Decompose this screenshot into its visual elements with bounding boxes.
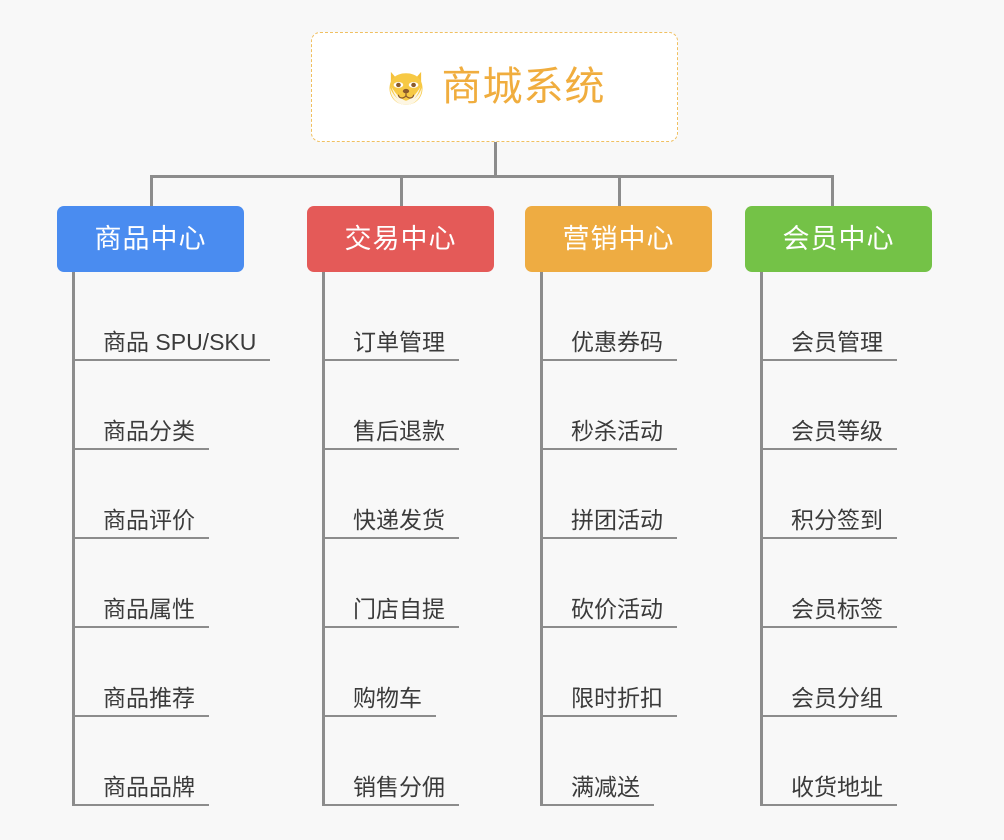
leaf-label: 商品 SPU/SKU — [103, 328, 257, 355]
leaf-item[interactable]: 购物车 — [322, 628, 436, 717]
root-node[interactable]: 商城系统 — [311, 32, 678, 142]
leaf-item[interactable]: 订单管理 — [322, 272, 459, 361]
leaf-label: 会员标签 — [791, 595, 883, 622]
leaf-label: 售后退款 — [353, 417, 445, 444]
leaf-column-1: 商品 SPU/SKU 商品分类 商品评价 商品属性 商品推荐 商品品牌 — [72, 272, 270, 806]
leaf-label: 快递发货 — [353, 506, 445, 533]
leaf-label: 商品推荐 — [103, 684, 195, 711]
leaf-label: 订单管理 — [353, 328, 445, 355]
leaf-label: 砍价活动 — [571, 595, 663, 622]
branch-box-4[interactable]: 会员中心 — [745, 206, 932, 272]
leaf-item[interactable]: 砍价活动 — [540, 539, 677, 628]
leaf-item[interactable]: 商品品牌 — [72, 717, 209, 806]
leaf-spine — [760, 272, 763, 806]
leaf-label: 拼团活动 — [571, 506, 663, 533]
connector-drop-3 — [618, 175, 621, 208]
branch-label: 商品中心 — [94, 223, 207, 254]
leaf-item[interactable]: 商品推荐 — [72, 628, 209, 717]
leaf-label: 购物车 — [353, 684, 422, 711]
leaf-label: 收货地址 — [791, 773, 883, 800]
leaf-item[interactable]: 满减送 — [540, 717, 654, 806]
leaf-spine — [322, 272, 325, 806]
leaf-label: 秒杀活动 — [571, 417, 663, 444]
leaf-item[interactable]: 拼团活动 — [540, 450, 677, 539]
branch-box-3[interactable]: 营销中心 — [525, 206, 712, 272]
root-title: 商城系统 — [441, 65, 606, 109]
leaf-label: 会员管理 — [791, 328, 883, 355]
connector-root-stem — [494, 142, 497, 178]
branch-label: 交易中心 — [344, 223, 457, 254]
leaf-label: 会员分组 — [791, 684, 883, 711]
leaf-item[interactable]: 销售分佣 — [322, 717, 459, 806]
leaf-spine — [540, 272, 543, 806]
leaf-label: 商品属性 — [103, 595, 195, 622]
leaf-item[interactable]: 售后退款 — [322, 361, 459, 450]
leaf-item[interactable]: 积分签到 — [760, 450, 897, 539]
leaf-item[interactable]: 商品分类 — [72, 361, 209, 450]
leaf-column-4: 会员管理 会员等级 积分签到 会员标签 会员分组 收货地址 — [760, 272, 897, 806]
leaf-item[interactable]: 商品 SPU/SKU — [72, 272, 270, 361]
leaf-column-2: 订单管理 售后退款 快递发货 门店自提 购物车 销售分佣 — [322, 272, 459, 806]
leaf-label: 商品分类 — [103, 417, 195, 444]
leaf-item[interactable]: 限时折扣 — [540, 628, 677, 717]
leaf-label: 商品评价 — [103, 506, 195, 533]
branch-label: 会员中心 — [782, 223, 895, 254]
leaf-item[interactable]: 商品评价 — [72, 450, 209, 539]
dog-face-icon — [389, 71, 422, 105]
leaf-item[interactable]: 会员分组 — [760, 628, 897, 717]
leaf-label: 积分签到 — [791, 506, 883, 533]
leaf-item[interactable]: 会员标签 — [760, 539, 897, 628]
branch-box-1[interactable]: 商品中心 — [57, 206, 244, 272]
leaf-label: 门店自提 — [353, 595, 445, 622]
branch-box-2[interactable]: 交易中心 — [307, 206, 494, 272]
leaf-label: 满减送 — [571, 773, 640, 800]
leaf-label: 限时折扣 — [571, 684, 663, 711]
leaf-item[interactable]: 秒杀活动 — [540, 361, 677, 450]
leaf-spine — [72, 272, 75, 806]
branch-label: 营销中心 — [562, 223, 675, 254]
leaf-item[interactable]: 会员管理 — [760, 272, 897, 361]
leaf-label: 会员等级 — [791, 417, 883, 444]
leaf-label: 商品品牌 — [103, 773, 195, 800]
leaf-item[interactable]: 优惠券码 — [540, 272, 677, 361]
connector-bus — [150, 175, 834, 178]
leaf-item[interactable]: 收货地址 — [760, 717, 897, 806]
leaf-item[interactable]: 门店自提 — [322, 539, 459, 628]
leaf-column-3: 优惠券码 秒杀活动 拼团活动 砍价活动 限时折扣 满减送 — [540, 272, 677, 806]
leaf-item[interactable]: 会员等级 — [760, 361, 897, 450]
leaf-item[interactable]: 快递发货 — [322, 450, 459, 539]
leaf-label: 销售分佣 — [353, 773, 445, 800]
connector-drop-2 — [400, 175, 403, 208]
connector-drop-1 — [150, 175, 153, 208]
connector-drop-4 — [831, 175, 834, 208]
leaf-label: 优惠券码 — [571, 328, 663, 355]
leaf-item[interactable]: 商品属性 — [72, 539, 209, 628]
